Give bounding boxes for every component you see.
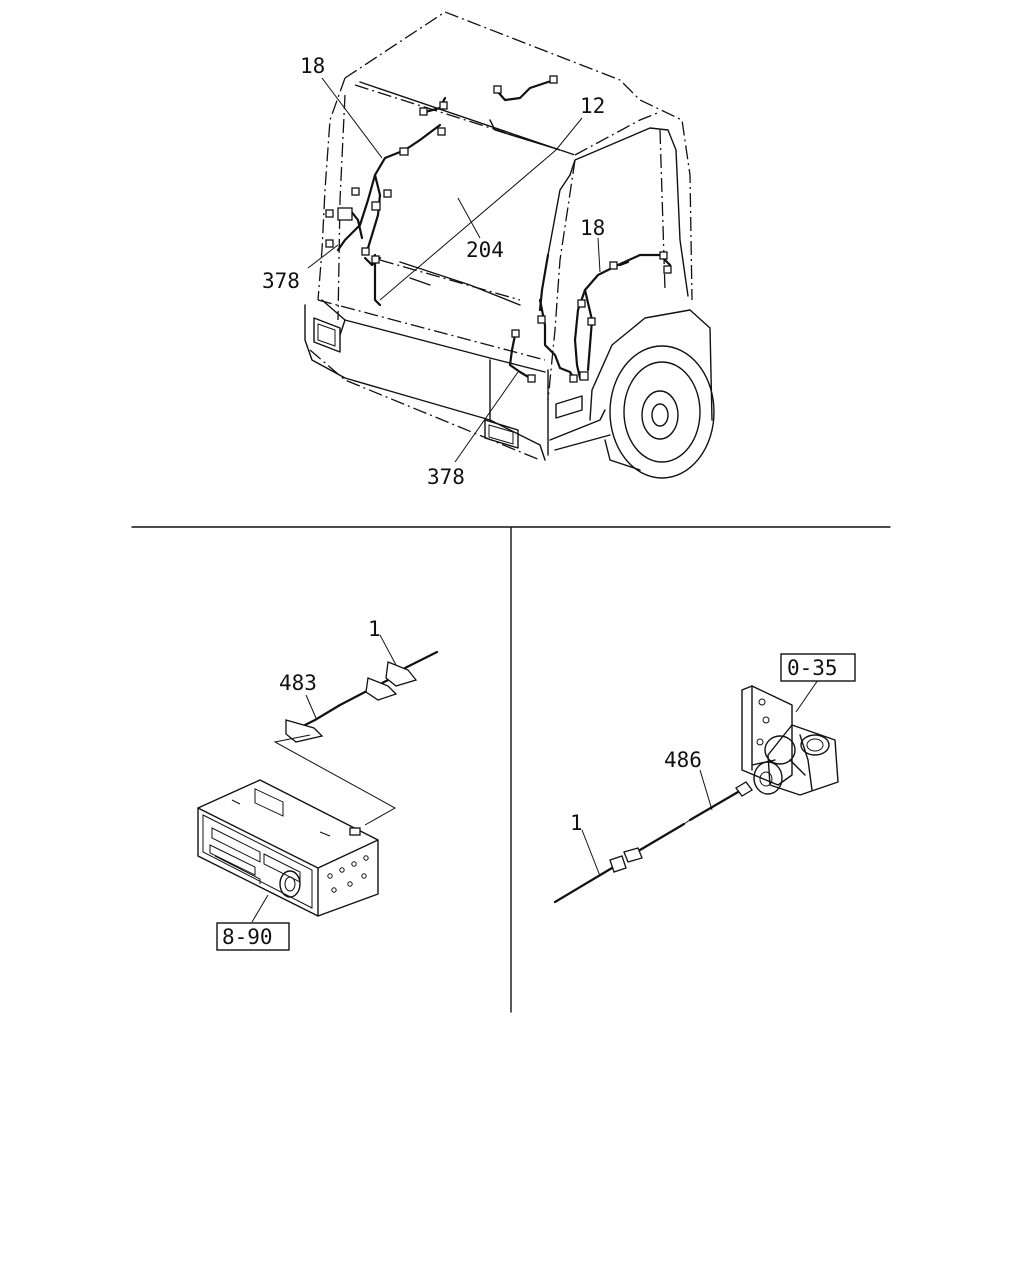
- leader-12: [379, 117, 583, 301]
- ref-box-8-90-label: 8-90: [222, 925, 273, 949]
- callout-18-left: 18: [300, 54, 325, 78]
- cab-illustration: [304, 11, 715, 479]
- leader-0-35: [795, 679, 819, 713]
- leader-18-left: [321, 77, 383, 159]
- leader-378-left: [307, 244, 339, 269]
- callout-378-bottom: 378: [427, 465, 465, 489]
- leader-483: [305, 694, 317, 719]
- callout-1-right: 1: [570, 811, 583, 835]
- leader-378-bottom: [454, 371, 519, 463]
- leader-8-90: [251, 894, 269, 923]
- callout-378-left: 378: [262, 269, 300, 293]
- ref-box-0-35: [780, 653, 856, 682]
- ref-box-8-90: [216, 922, 290, 951]
- callout-12: 12: [580, 94, 605, 118]
- leader-18-right: [597, 237, 601, 273]
- sensor-illustration: [553, 679, 839, 904]
- callout-486: 486: [664, 748, 702, 772]
- ref-box-0-35-label: 0-35: [787, 656, 838, 680]
- callout-204: 204: [466, 238, 504, 262]
- leader-1-left: [379, 634, 397, 666]
- callout-18-right: 18: [580, 216, 605, 240]
- leader-204: [457, 197, 481, 239]
- leader-1-right: [581, 829, 601, 877]
- radio-illustration: [197, 634, 439, 923]
- leader-486: [699, 769, 713, 811]
- callout-1-left: 1: [368, 617, 381, 641]
- callout-483: 483: [279, 671, 317, 695]
